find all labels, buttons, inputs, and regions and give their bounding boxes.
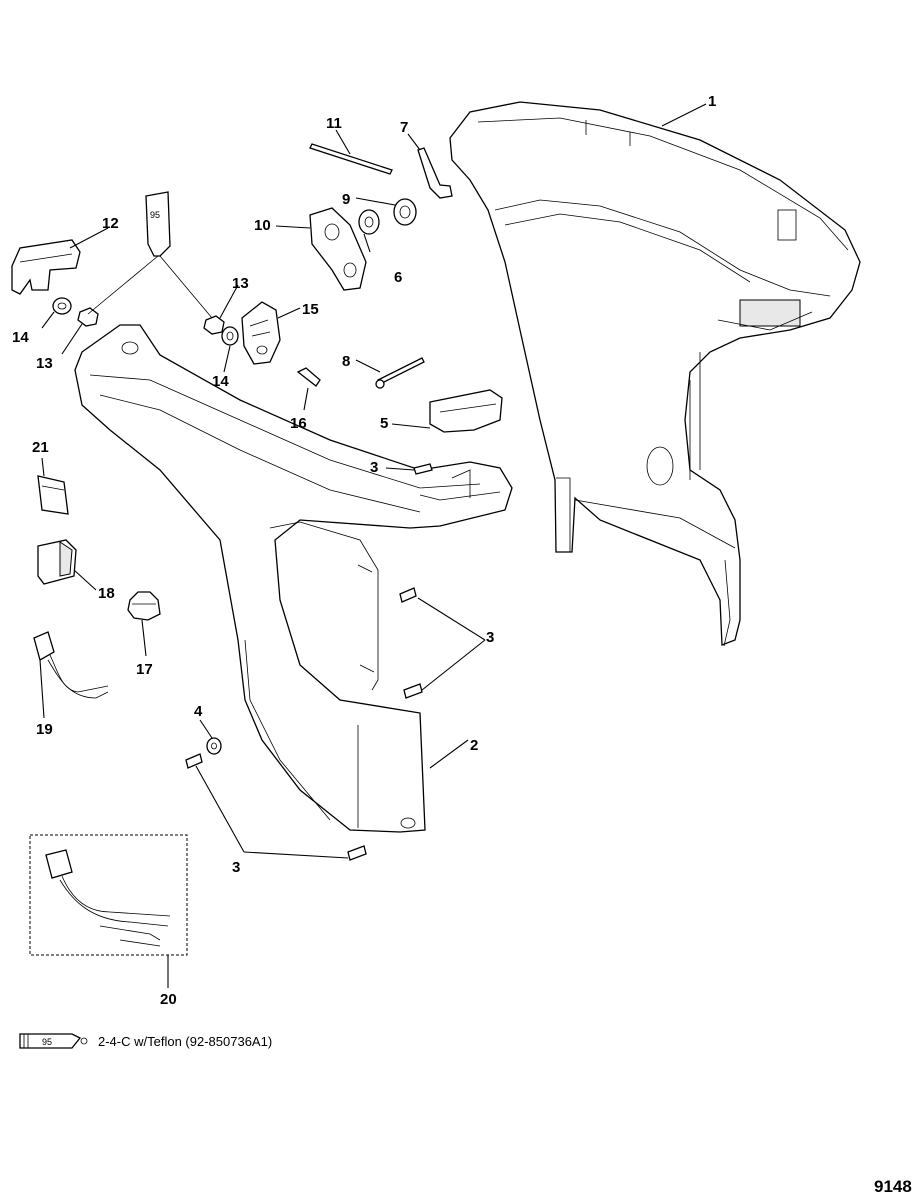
callout-6: 6	[394, 269, 402, 286]
figure-number: 9148	[874, 1177, 912, 1196]
part-12-handle	[11, 239, 81, 295]
callout-21: 21	[32, 439, 49, 456]
callout-13a: 13	[232, 275, 249, 292]
part-6-washer	[358, 209, 380, 235]
part-3-screw	[347, 845, 367, 861]
part-17-grommet	[127, 591, 161, 621]
part-7-bracket	[417, 147, 453, 199]
callout-15: 15	[302, 301, 319, 318]
callout-19: 19	[36, 721, 53, 738]
part-3-screw	[185, 753, 203, 769]
part-21-clip	[37, 475, 69, 515]
callout-11: 11	[326, 115, 342, 132]
callout-5: 5	[380, 415, 388, 432]
part-16-screw	[296, 367, 321, 387]
callout-8: 8	[342, 353, 350, 370]
callout-3b: 3	[486, 629, 494, 646]
part-11-pin	[309, 143, 393, 175]
part-3-screw	[399, 587, 417, 603]
leader-lines	[39, 103, 707, 988]
callout-14a: 14	[12, 329, 29, 346]
part-13-nut	[203, 315, 225, 335]
grease-tube-95: 95	[87, 191, 213, 319]
part-20-inset	[29, 834, 188, 956]
cowl-part-2	[74, 324, 513, 833]
callout-9: 9	[342, 191, 350, 208]
callout-12: 12	[102, 215, 119, 232]
callout-14b: 14	[212, 373, 229, 390]
callout-2: 2	[470, 737, 478, 754]
callout-13b: 13	[36, 355, 53, 372]
part-3-screw	[403, 683, 423, 699]
part-15-latch	[241, 301, 281, 365]
part-13-nut	[77, 307, 99, 327]
part-9-grommet	[393, 198, 417, 226]
part-10-latch-plate	[309, 207, 367, 291]
callout-16: 16	[290, 415, 307, 432]
part-3-screw	[413, 463, 433, 475]
callout-4: 4	[194, 703, 203, 720]
callout-labels: 1 7 11 9 10 6 12 13 15 14 13 14 8 16 5 3…	[12, 93, 716, 1008]
part-8-bolt	[375, 357, 425, 389]
cowl-part-1	[449, 101, 861, 647]
callout-18: 18	[98, 585, 115, 602]
callout-7: 7	[400, 119, 408, 136]
callout-3c: 3	[232, 859, 240, 876]
part-14-washer	[221, 326, 239, 346]
callout-17: 17	[136, 661, 153, 678]
callout-3a: 3	[370, 459, 378, 476]
part-4-washer	[206, 737, 222, 755]
legend: 95 2-4-C w/Teflon (92-850736A1)	[19, 1033, 272, 1049]
part-19-harness	[33, 631, 109, 699]
part-18-connector	[37, 539, 77, 585]
callout-1: 1	[708, 93, 716, 110]
legend-tube-label: 95	[42, 1037, 52, 1047]
tube-label: 95	[150, 210, 160, 220]
part-14-washer	[52, 297, 72, 315]
legend-text: 2-4-C w/Teflon (92-850736A1)	[98, 1034, 272, 1049]
callout-20: 20	[160, 991, 177, 1008]
part-5-cover	[429, 389, 503, 433]
callout-10: 10	[254, 217, 271, 234]
